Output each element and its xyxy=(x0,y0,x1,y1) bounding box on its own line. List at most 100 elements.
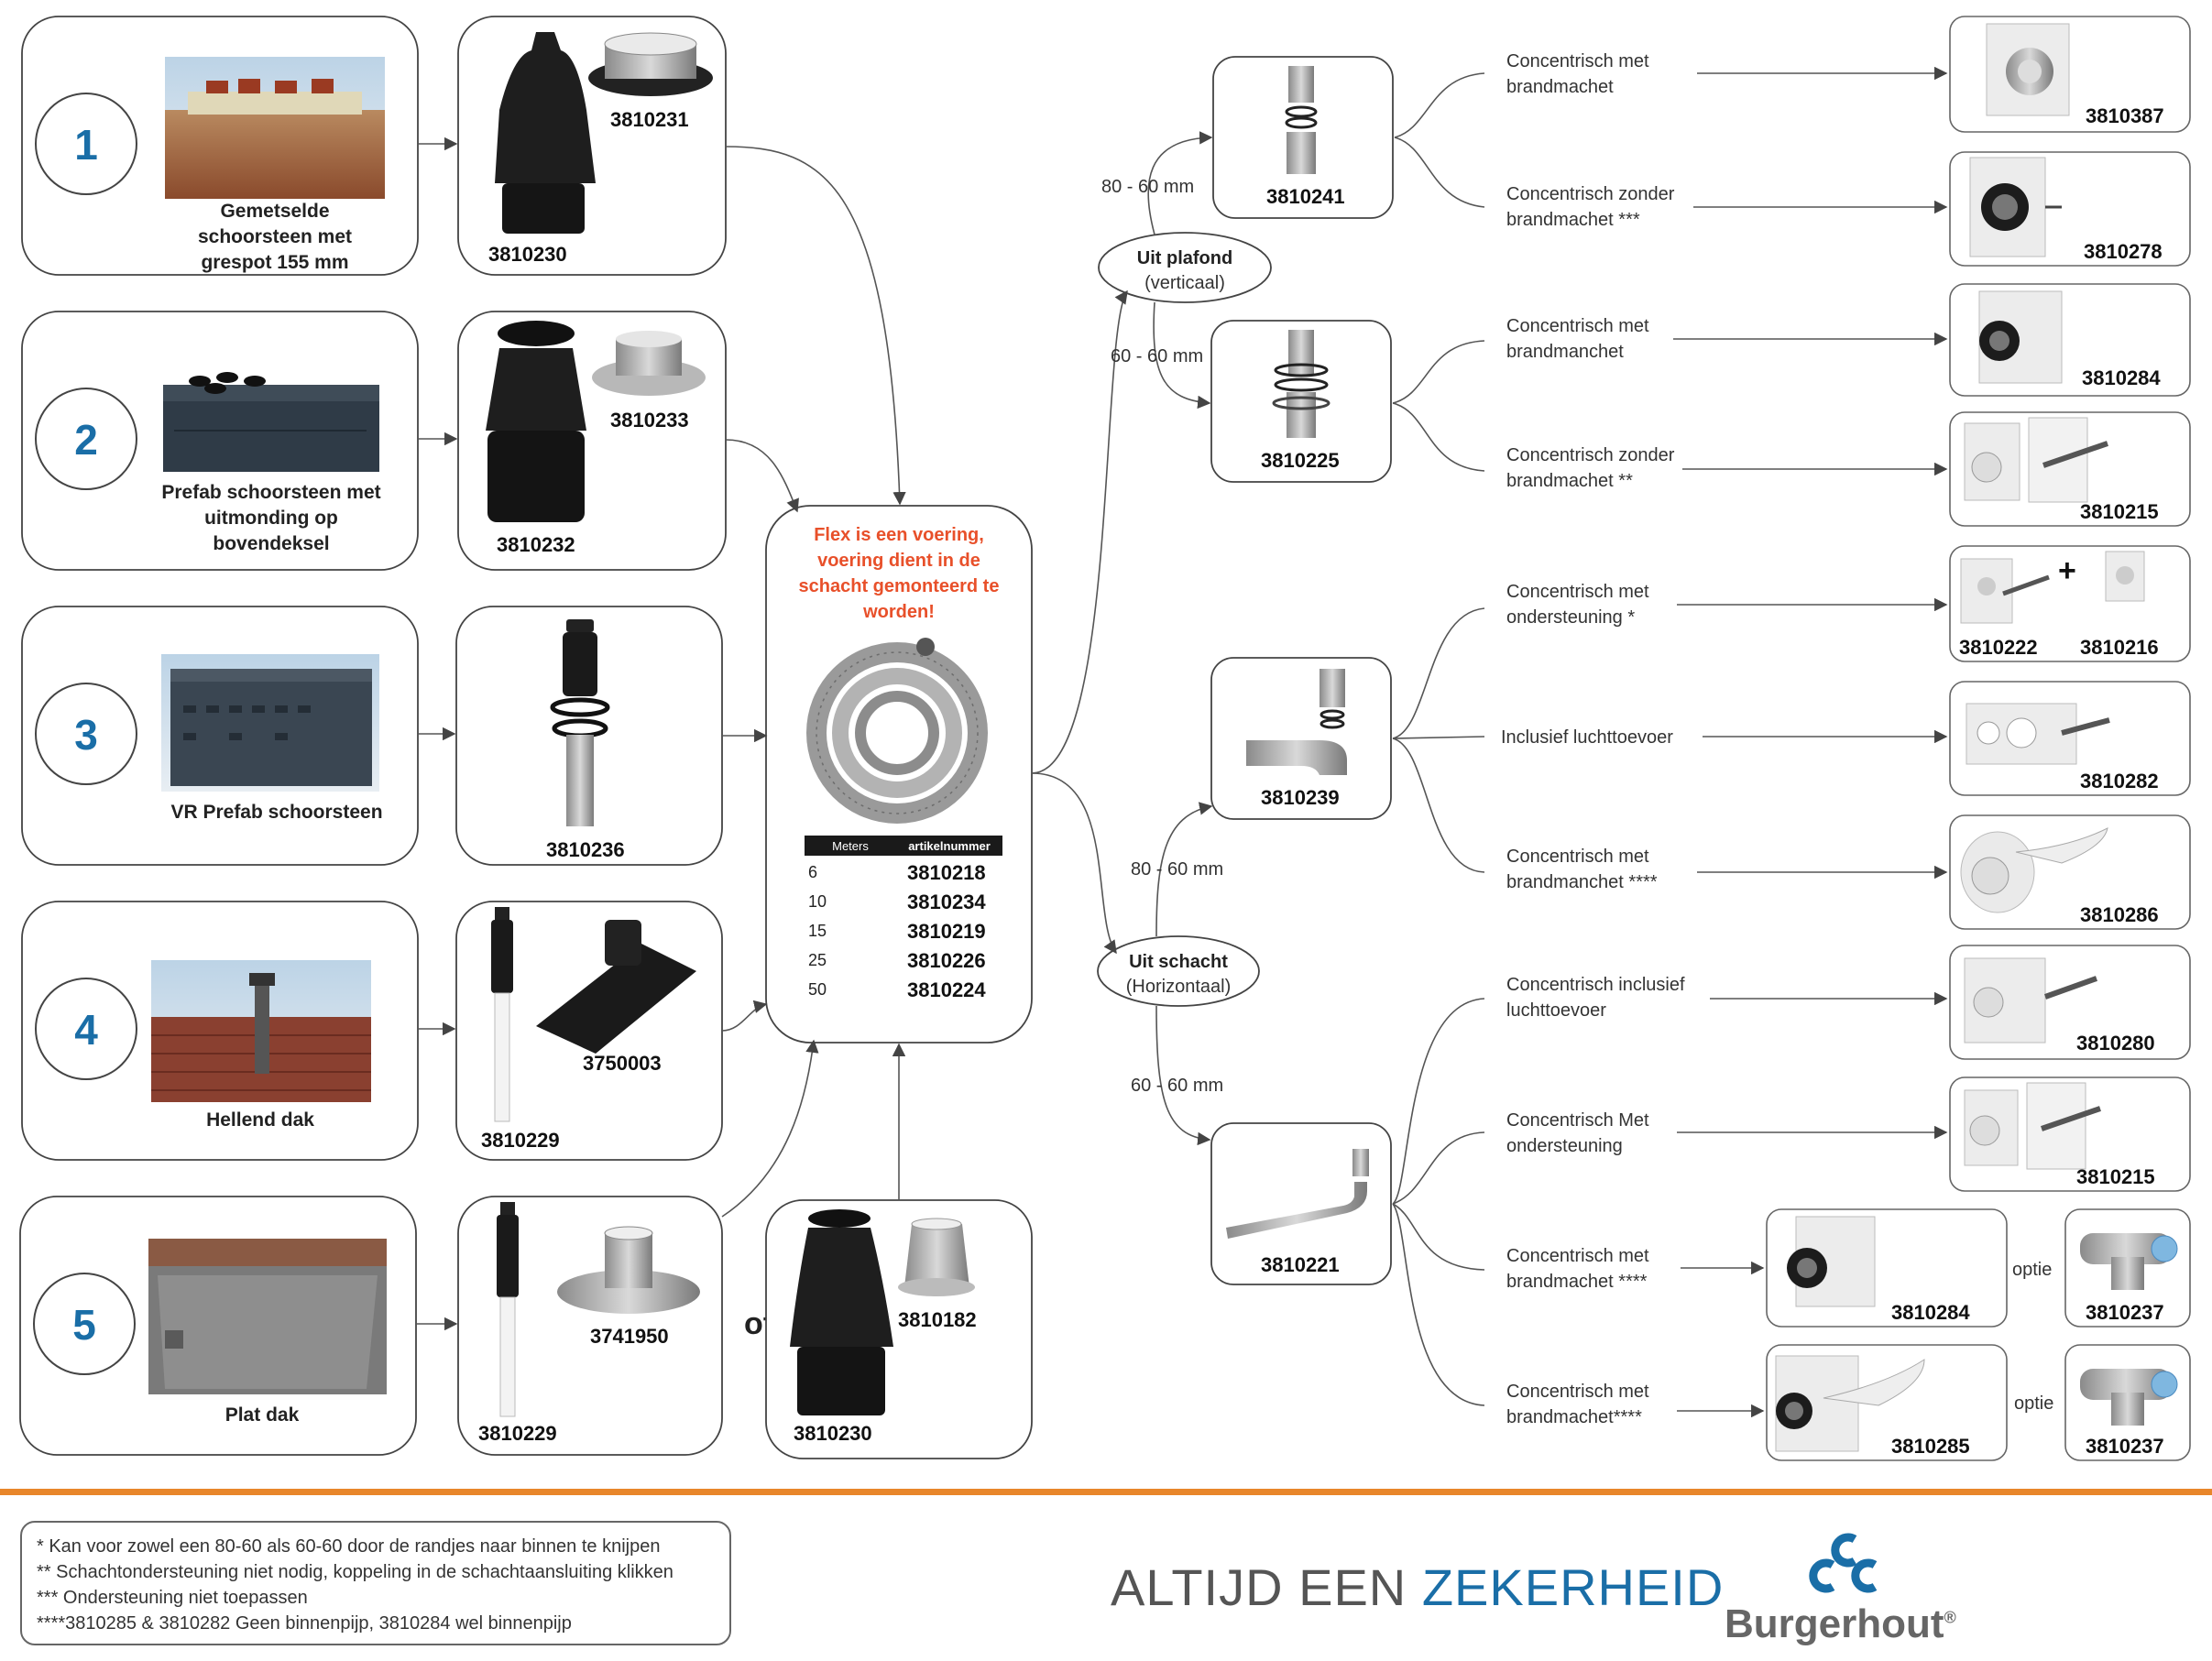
flex-warning-line: voering dient in de xyxy=(817,551,980,571)
option-text: Concentrisch zonder xyxy=(1506,184,1675,204)
flex-table-header-cell: Meters xyxy=(832,839,869,853)
source-row-2: 2 Prefab schoorsteen met uitmonding op b… xyxy=(21,311,419,571)
flex-table-article: 3810218 xyxy=(907,861,986,884)
brand-name: Burgerhout® xyxy=(1725,1601,1956,1646)
footnote-line: *** Ondersteuning niet toepassen xyxy=(37,1588,308,1608)
option-row: Concentrisch inclusief luchttoevoer 3810… xyxy=(1506,945,2191,1060)
flex-warning-line: schacht gemonteerd te xyxy=(799,576,1000,596)
optie-label: optie xyxy=(2012,1260,2052,1280)
step-number: 5 xyxy=(72,1301,96,1349)
product-code: 3810229 xyxy=(481,1129,560,1152)
product-code: 3810216 xyxy=(2080,636,2159,659)
adapter-box-3810221: 3810221 xyxy=(1210,1122,1392,1285)
optie-label: optie xyxy=(2014,1393,2053,1414)
option-row: Concentrisch met ondersteuning * + 38102… xyxy=(1506,545,2191,662)
adapter-sleeve-steel xyxy=(898,1218,975,1296)
option-text: Concentrisch met xyxy=(1506,1382,1649,1402)
option-text: brandmachet *** xyxy=(1506,210,1640,230)
flex-table-article: 3810234 xyxy=(907,891,986,913)
footnote-line: * Kan voor zowel een 80-60 als 60-60 doo… xyxy=(37,1536,661,1557)
flex-table-meters: 15 xyxy=(808,922,827,940)
option-text: Concentrisch inclusief xyxy=(1506,975,1685,995)
option-text: brandmachet**** xyxy=(1506,1407,1642,1427)
flex-warning-line: Flex is een voering, xyxy=(814,525,984,545)
option-row: Inclusief luchttoevoer 3810282 xyxy=(1501,681,2191,796)
source-caption-line: Hellend dak xyxy=(206,1109,314,1131)
terminal-box-1: 3810230 3810231 xyxy=(457,16,727,276)
product-code: 3810233 xyxy=(610,409,689,432)
flex-table-meters: 6 xyxy=(808,863,817,881)
diameter-label: 80 - 60 mm xyxy=(1101,177,1194,197)
product-code: 3810221 xyxy=(1261,1253,1340,1276)
option-row: Concentrisch met brandmanchet 3810284 xyxy=(1506,283,2191,397)
terminal-box-4: 3810229 3750003 xyxy=(455,901,723,1161)
ceiling-plate-product-icon xyxy=(1986,23,2070,116)
option-text: Inclusief luchttoevoer xyxy=(1501,727,1673,748)
terminal-box-3: 3810236 xyxy=(455,606,723,866)
wall-plate-fire-sleeve-icon xyxy=(1960,827,2108,913)
product-code: 3810280 xyxy=(2076,1032,2155,1055)
flex-table-meters: 25 xyxy=(808,951,827,969)
concentric-pipe-terminal xyxy=(550,619,610,826)
ceiling-plate-product-icon xyxy=(1969,157,2062,257)
roof-terminal-pipe xyxy=(497,1202,519,1417)
burgerhout-logo-icon xyxy=(1809,1533,1878,1593)
option-row: Concentrisch met brandmachet **** 381028… xyxy=(1506,1208,2191,1328)
step-number: 1 xyxy=(74,121,98,169)
pitched-roof-photo xyxy=(151,960,371,1102)
svg-text:+: + xyxy=(2058,553,2076,588)
option-row: Concentrisch met brandmanchet **** 38102… xyxy=(1506,814,2191,930)
product-code: 3810387 xyxy=(2086,104,2164,127)
product-code: 3810230 xyxy=(488,243,567,266)
connector-lines-center xyxy=(1031,131,1213,1146)
support-bracket-plus-plate-icon: + xyxy=(1960,551,2145,624)
flex-table-article: 3810226 xyxy=(907,949,986,972)
product-code: 3810236 xyxy=(546,838,625,861)
route-subtitle: (verticaal) xyxy=(1144,273,1225,293)
flex-table-body: 6 3810218 10 3810234 15 3810219 25 38102… xyxy=(808,861,986,1001)
step-number: 4 xyxy=(74,1006,98,1054)
step-number: 2 xyxy=(74,416,98,464)
option-row: Concentrisch zonder brandmachet ** 38102… xyxy=(1506,411,2191,527)
alt-terminal-box: 3810230 3810182 xyxy=(765,1199,1033,1459)
route-subtitle: (Horizontaal) xyxy=(1126,977,1231,997)
flex-table-meters: 10 xyxy=(808,892,827,911)
chimney-cap-black xyxy=(790,1209,893,1415)
wall-plate-support-icon xyxy=(1964,417,2108,503)
option-text: brandmanchet **** xyxy=(1506,872,1658,892)
flex-table-article: 3810224 xyxy=(907,978,986,1001)
product-code: 3810222 xyxy=(1959,636,2038,659)
product-code: 3810285 xyxy=(1891,1435,1970,1458)
slogan: ALTIJD EEN ZEKERHEID xyxy=(1111,1557,1724,1617)
product-code: 3810232 xyxy=(497,533,575,556)
flex-table-header-cell: artikelnummer xyxy=(908,839,991,853)
step-number: 3 xyxy=(74,711,98,759)
option-text: Concentrisch Met xyxy=(1506,1110,1649,1131)
air-supply-plate-icon xyxy=(1966,703,2110,765)
option-text: Concentrisch met xyxy=(1506,582,1649,602)
roof-terminal-pipe xyxy=(491,907,513,1122)
vr-prefab-chimney-photo xyxy=(161,654,379,792)
product-code: 3810239 xyxy=(1261,786,1340,809)
flex-table-meters: 50 xyxy=(808,980,827,999)
option-text: ondersteuning xyxy=(1506,1136,1623,1156)
step-number-circle xyxy=(35,93,137,195)
product-code: 3810215 xyxy=(2076,1165,2155,1188)
source-caption-line: bovendeksel xyxy=(213,533,329,554)
product-code: 3810225 xyxy=(1261,449,1340,472)
route-schacht: Uit schacht (Horizontaal) xyxy=(1097,935,1260,1007)
flex-warning-line: worden! xyxy=(862,602,935,622)
option-text: ondersteuning * xyxy=(1506,607,1635,628)
adapter-box-3810241: 3810241 xyxy=(1212,56,1394,219)
route-plafond: Uit plafond (verticaal) xyxy=(1098,232,1272,303)
diameter-label: 80 - 60 mm xyxy=(1131,859,1223,880)
wall-plate-air-supply-icon xyxy=(1964,957,2098,1044)
flat-roof-flashing xyxy=(557,1226,700,1314)
route-title: Uit schacht xyxy=(1129,952,1228,972)
product-code: 3810237 xyxy=(2086,1301,2164,1324)
source-caption-line: Prefab schoorsteen met xyxy=(161,482,380,503)
source-row-4: 4 Hellend dak xyxy=(21,901,419,1161)
product-code: 3810286 xyxy=(2080,903,2159,926)
product-code: 3810237 xyxy=(2086,1435,2164,1458)
